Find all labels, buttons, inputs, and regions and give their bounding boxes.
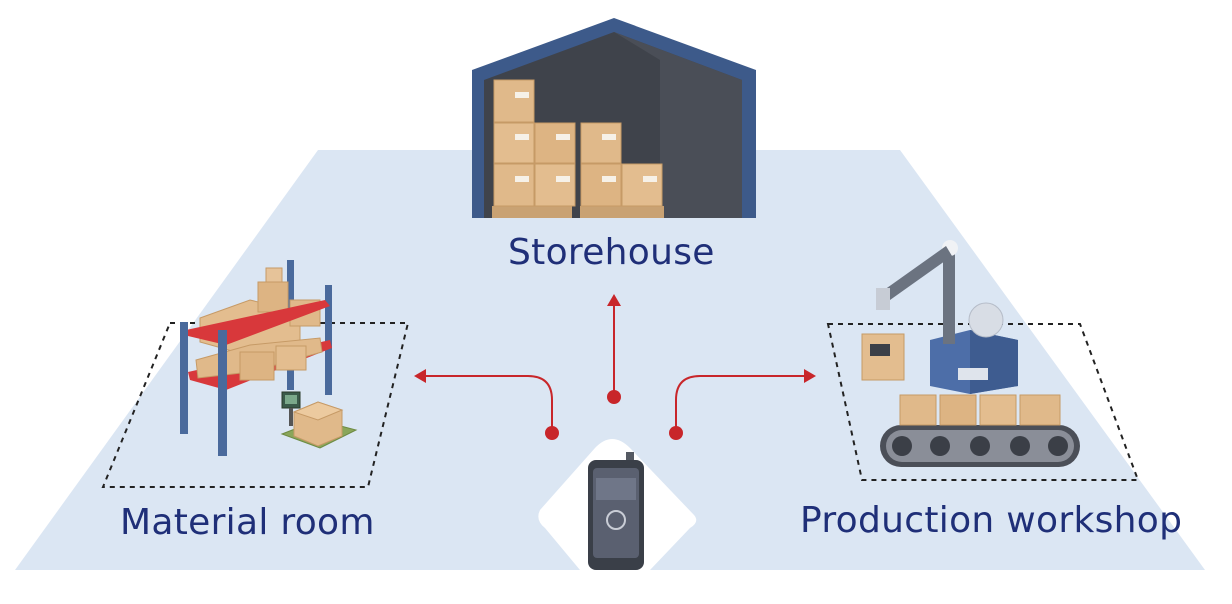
arrow-up-head (607, 294, 621, 306)
arrow-origin-left (545, 426, 559, 440)
handheld-terminal-icon (588, 452, 644, 570)
arrow-left-head (414, 369, 426, 383)
material-room-zone (101, 322, 410, 488)
arrow-origin-center (607, 390, 621, 404)
shelf-rack-icon (180, 260, 358, 456)
storehouse-label: Storehouse (508, 232, 715, 273)
flow-arrows (420, 300, 810, 432)
arrow-right-head (804, 369, 816, 383)
material-room-label: Material room (120, 502, 375, 543)
production-workshop-label: Production workshop (800, 500, 1183, 541)
arrow-heads (414, 294, 816, 440)
arrow-origin-right (669, 426, 683, 440)
robot-arm-conveyor-icon (861, 240, 1080, 467)
warehouse-icon (472, 18, 756, 218)
